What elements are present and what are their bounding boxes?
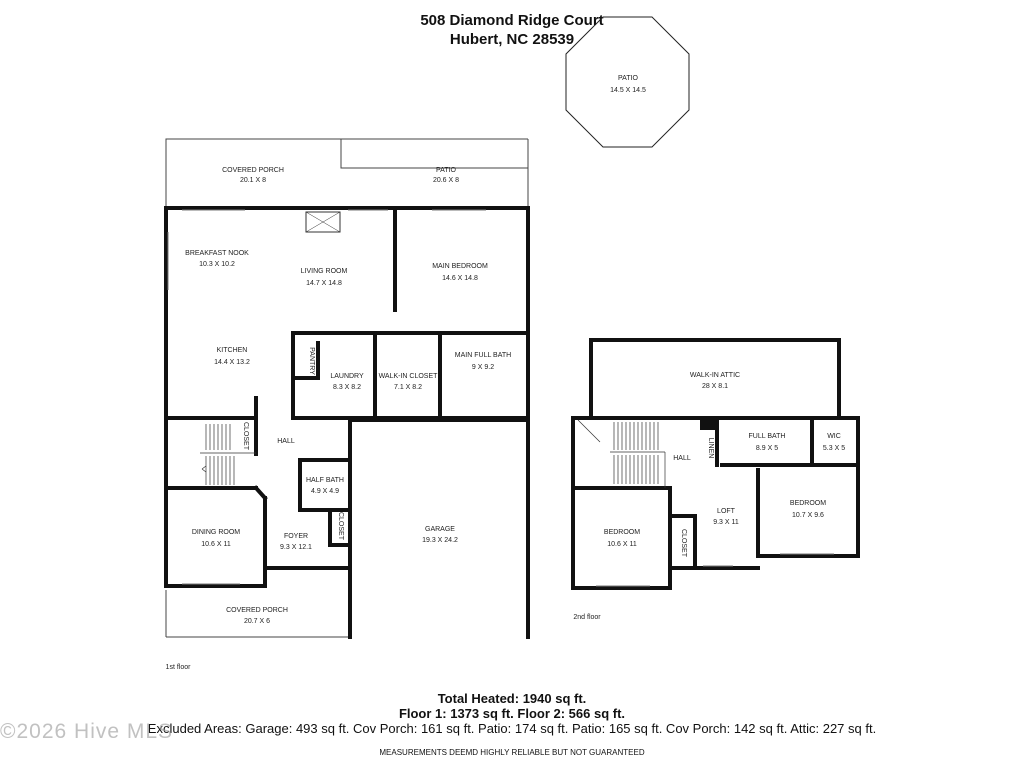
bedroom-left-dims: 10.6 X 11 xyxy=(607,541,637,548)
loft-name: LOFT xyxy=(717,508,736,515)
foyer-dims: 9.3 X 12.1 xyxy=(280,544,312,551)
covered-porch-back-name: COVERED PORCH xyxy=(222,167,284,174)
walk-in-closet-dims: 7.1 X 8.2 xyxy=(394,384,422,391)
closet-2-name: CLOSET xyxy=(337,512,344,541)
linen-block xyxy=(700,418,716,430)
total-heated: Total Heated: 1940 sq ft. xyxy=(437,691,587,706)
main-bedroom-name: MAIN BEDROOM xyxy=(432,263,488,270)
linen-name: LINEN xyxy=(707,438,714,459)
breakfast-nook-name: BREAKFAST NOOK xyxy=(185,250,249,257)
octagon-patio xyxy=(565,16,690,148)
hall-1-name: HALL xyxy=(277,438,295,445)
address-title: 508 Diamond Ridge Court xyxy=(420,12,604,29)
octagon-patio-dims: 14.5 X 14.5 xyxy=(610,87,646,94)
kitchen-name: KITCHEN xyxy=(217,347,248,354)
hall-2-name: HALL xyxy=(673,455,691,462)
walk-in-attic-dims: 28 X 8.1 xyxy=(702,383,728,390)
full-bath-dims: 8.9 X 5 xyxy=(756,445,778,452)
breakfast-nook-dims: 10.3 X 10.2 xyxy=(199,261,235,268)
covered-porch-back-dims: 20.1 X 8 xyxy=(240,177,266,184)
main-bedroom-dims: 14.6 X 14.8 xyxy=(442,275,478,282)
floor2-walls xyxy=(571,338,860,590)
pantry-name: PANTRY xyxy=(308,347,315,375)
bedroom-right-dims: 10.7 X 9.6 xyxy=(792,512,824,519)
excluded-areas: Excluded Areas: Garage: 493 sq ft. Cov P… xyxy=(147,721,877,736)
octagon-patio-name: PATIO xyxy=(618,75,639,82)
full-bath-name: FULL BATH xyxy=(749,433,786,440)
floor1-label: 1st floor xyxy=(166,664,192,671)
foyer-name: FOYER xyxy=(284,533,308,540)
bedroom-right-name: BEDROOM xyxy=(790,500,826,507)
floor-areas: Floor 1: 1373 sq ft. Floor 2: 566 sq ft. xyxy=(398,706,626,721)
patio-back-dims: 20.6 X 8 xyxy=(433,177,459,184)
floor2-label: 2nd floor xyxy=(573,614,601,621)
living-room-name: LIVING ROOM xyxy=(301,268,348,275)
covered-porch-front-dims: 20.7 X 6 xyxy=(244,618,270,625)
living-room-dims: 14.7 X 14.8 xyxy=(306,280,342,287)
disclaimer: MEASUREMENTS DEEMD HIGHLY RELIABLE BUT N… xyxy=(379,748,645,757)
walk-in-attic-name: WALK-IN ATTIC xyxy=(690,372,740,379)
laundry-name: LAUNDRY xyxy=(330,373,364,380)
wic-name: WIC xyxy=(827,433,841,440)
floor1-windows xyxy=(167,209,486,585)
half-bath-name: HALF BATH xyxy=(306,477,344,484)
walk-in-closet-name: WALK-IN CLOSET xyxy=(379,373,439,380)
patio-back-name: PATIO xyxy=(436,167,457,174)
garage-name: GARAGE xyxy=(425,526,455,533)
dining-room-name: DINING ROOM xyxy=(192,529,240,536)
main-full-bath-dims: 9 X 9.2 xyxy=(472,364,494,371)
closet-3-name: CLOSET xyxy=(680,529,687,558)
fireplace xyxy=(305,211,341,233)
floor1-stairs xyxy=(200,424,256,485)
loft-dims: 9.3 X 11 xyxy=(713,519,739,526)
laundry-dims: 8.3 X 8.2 xyxy=(333,384,361,391)
floor2-windows xyxy=(596,553,834,587)
kitchen-dims: 14.4 X 13.2 xyxy=(214,359,250,366)
watermark: ©2026 Hive MLS xyxy=(0,720,174,743)
closet-1-name: CLOSET xyxy=(242,422,249,451)
main-full-bath-name: MAIN FULL BATH xyxy=(455,352,511,359)
garage-dims: 19.3 X 24.2 xyxy=(422,537,458,544)
bedroom-left-name: BEDROOM xyxy=(604,529,640,536)
floor1-walls xyxy=(164,206,530,639)
floor1-outdoor xyxy=(165,138,529,638)
dining-room-dims: 10.6 X 11 xyxy=(201,541,231,548)
city-title: Hubert, NC 28539 xyxy=(449,31,575,48)
covered-porch-front-name: COVERED PORCH xyxy=(226,607,288,614)
half-bath-dims: 4.9 X 4.9 xyxy=(311,488,339,495)
floor2-stairs xyxy=(577,419,666,488)
wic-dims: 5.3 X 5 xyxy=(823,445,845,452)
